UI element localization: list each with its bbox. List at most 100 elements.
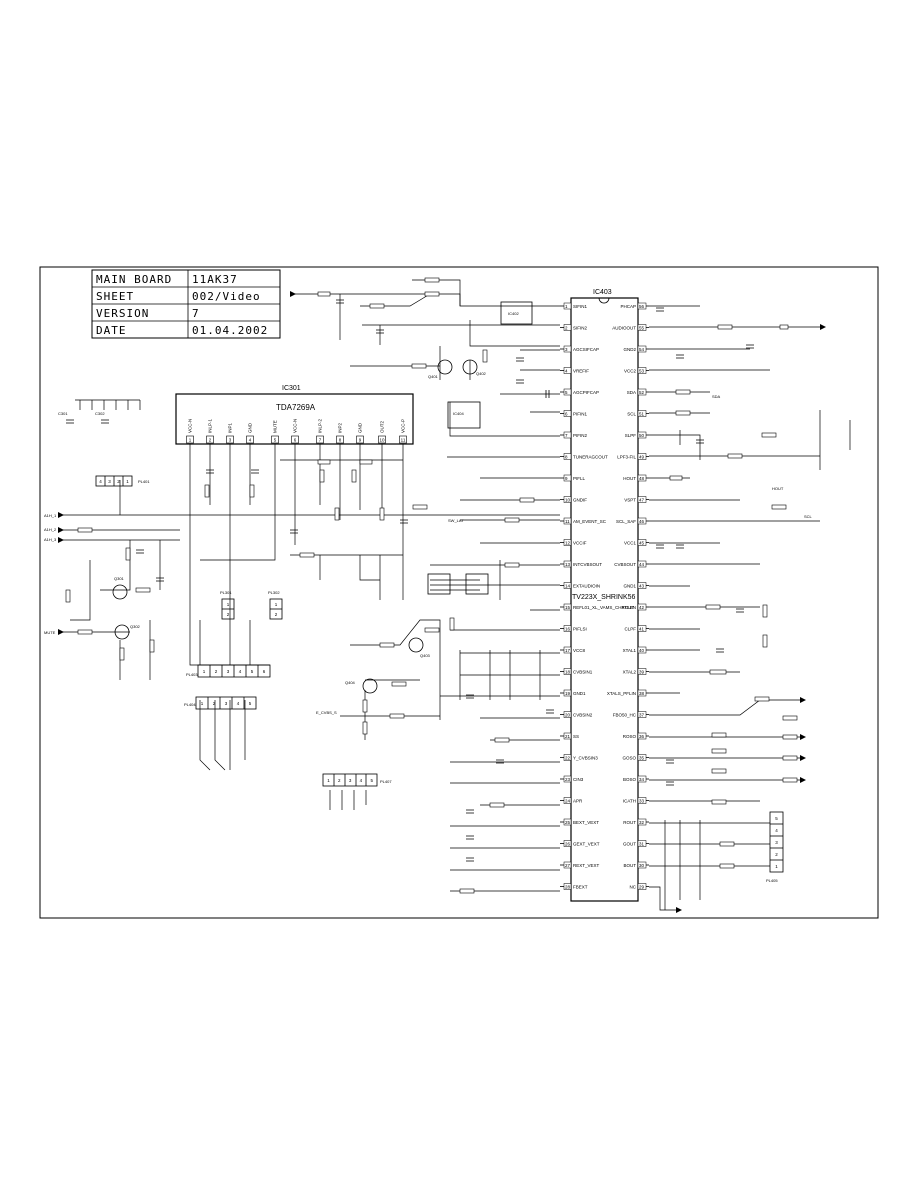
ic403-pin-number: 56: [639, 304, 645, 309]
transistors: [112, 359, 478, 694]
schematic-labels: A1H_1 A1H_2 A1H_3 MUTE PL401 PL301 PL302…: [44, 311, 813, 883]
ic403-pin-number: 26: [565, 841, 571, 846]
connector-pl404: [195, 696, 257, 710]
label-pl301: PL301: [220, 590, 232, 595]
label-scl: SCL: [804, 514, 813, 519]
ic403-pin-name: AM_EVENT_SC: [573, 519, 607, 524]
transistor-q404: [362, 678, 378, 694]
wiring: [62, 279, 851, 911]
ic403-pin-number: 55: [639, 325, 645, 330]
ic403-pin-number: 18: [565, 669, 571, 674]
ic403-pin-number: 42: [639, 605, 645, 610]
ic403-pin-name: BOUT: [623, 863, 636, 868]
ic403-pin-name: SDA: [627, 390, 636, 395]
ic403-pin-number: 1: [565, 304, 568, 309]
label-q403: Q403: [420, 653, 431, 658]
ic403-pin-name: BOSO: [623, 777, 637, 782]
label-q401: Q401: [428, 374, 439, 379]
small-ics: [427, 301, 533, 595]
ic403-pin-number: 36: [639, 734, 645, 739]
connector-pin-number: 5: [249, 701, 252, 706]
title-value-0: 11AK37: [192, 273, 238, 286]
ic403-pin-number: 21: [565, 734, 571, 739]
ic403-pin-name: REFL01_XL_VAMS_CHROUT: [573, 605, 634, 610]
ic301-pin-name: VCC-N: [293, 419, 298, 433]
title-block: MAIN BOARD 11AK37 SHEET 002/Video VERSIO…: [91, 269, 281, 339]
ic403-pin-number: 48: [639, 476, 645, 481]
transistor-q301: [112, 584, 128, 600]
connector-pin-number: 3: [227, 669, 230, 674]
ic403-pin-number: 30: [639, 863, 645, 868]
connector-pin-number: 4: [360, 778, 363, 783]
label-c302: C302: [95, 411, 105, 416]
ic301-pin-number: 3: [229, 438, 232, 443]
label-pl401: PL401: [138, 479, 150, 484]
ic403-pin-number: 24: [565, 798, 571, 803]
ic301-pin-number: 8: [339, 438, 342, 443]
ic403-pin-name: VCCIF: [573, 540, 587, 545]
title-value-3: 01.04.2002: [192, 324, 268, 337]
ic403-part: TV223X_SHRINK56: [572, 594, 636, 601]
ic403-pin-name: CLPF: [624, 626, 636, 631]
ic403-pin-name: BEXT_VEXT: [573, 820, 599, 825]
ic403-pin-number: 29: [639, 884, 645, 889]
label-e-cvbs: E_CVBS_S: [316, 710, 337, 715]
ic403-pin-number: 4: [565, 368, 568, 373]
ic403-pin-name: GOUT: [623, 841, 636, 846]
ic403-pin-name: SCL: [627, 411, 636, 416]
ic403-pin-number: 43: [639, 583, 645, 588]
connector-pl301: [221, 598, 235, 620]
connector-pl302: [269, 598, 283, 620]
ic403-ref: IC403: [593, 289, 612, 296]
ic301-part: TDA7269A: [276, 403, 316, 412]
connector-pin-number: 1: [126, 479, 129, 484]
ic403-pin-number: 31: [639, 841, 645, 846]
ic403-pin-name: SCL_SAF: [616, 519, 636, 524]
ic403-pin-number: 3: [565, 347, 568, 352]
ic403-pin-name: GND2: [623, 347, 636, 352]
ic403-pin-name: VCC8: [573, 648, 586, 653]
connector-pin-number: 1: [327, 778, 330, 783]
ic403-pin-number: 41: [639, 626, 645, 631]
ic403-pin-name: INTCVBSOUT: [573, 562, 602, 567]
ic403-pin-number: 49: [639, 454, 645, 459]
ic301-pin-number: 2: [209, 438, 212, 443]
saw-filter-2: [465, 573, 489, 595]
ic403-pin-name: HOUT: [623, 476, 636, 481]
label-sda: SDA: [712, 394, 721, 399]
title-key-0: MAIN BOARD: [96, 273, 172, 286]
ic403-pin-name: ROSO: [623, 734, 637, 739]
label-hout: HOUT: [772, 486, 784, 491]
connector-pl405: [769, 811, 784, 873]
ic403-pin-number: 54: [639, 347, 645, 352]
ic403-pin-name: VSPT: [624, 497, 636, 502]
connector-pin-number: 1: [227, 602, 230, 607]
ic403-pin-number: 46: [639, 519, 645, 524]
label-pl302: PL302: [268, 590, 280, 595]
